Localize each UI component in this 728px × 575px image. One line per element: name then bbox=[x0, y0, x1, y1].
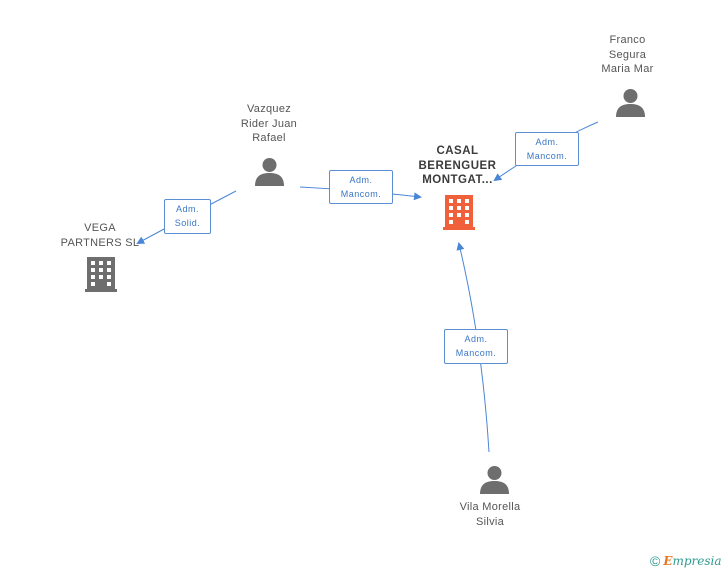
company-label-casal[interactable]: CASAL BERENGUER MONTGAT... bbox=[418, 145, 497, 186]
edge-label-vazquez-casal[interactable]: Adm. Mancom. bbox=[329, 170, 393, 204]
edge-label-vazquez-vega[interactable]: Adm. Solid. bbox=[164, 199, 211, 234]
person-icon-vila[interactable] bbox=[480, 465, 509, 494]
edge-label-franco-casal[interactable]: Adm. Mancom. bbox=[515, 132, 579, 166]
person-label-vila[interactable]: Vila Morella Silvia bbox=[459, 501, 521, 528]
brand-name: mpresia bbox=[672, 554, 722, 568]
person-label-vazquez[interactable]: Vazquez Rider Juan Rafael bbox=[240, 103, 298, 144]
person-label-franco[interactable]: Franco Segura Maria Mar bbox=[601, 34, 654, 75]
person-icon-vazquez[interactable] bbox=[255, 157, 284, 186]
brand-initial: E bbox=[663, 554, 673, 568]
edge-label-vila-casal[interactable]: Adm. Mancom. bbox=[444, 329, 508, 364]
empresia-logo: ©Empresia bbox=[650, 553, 722, 569]
company-label-vega[interactable]: VEGA PARTNERS SL bbox=[60, 222, 140, 249]
building-icon-vega[interactable] bbox=[85, 257, 117, 292]
copyright-symbol: © bbox=[650, 553, 661, 569]
building-icon-casal[interactable] bbox=[443, 195, 475, 230]
person-icon-franco[interactable] bbox=[616, 88, 645, 117]
